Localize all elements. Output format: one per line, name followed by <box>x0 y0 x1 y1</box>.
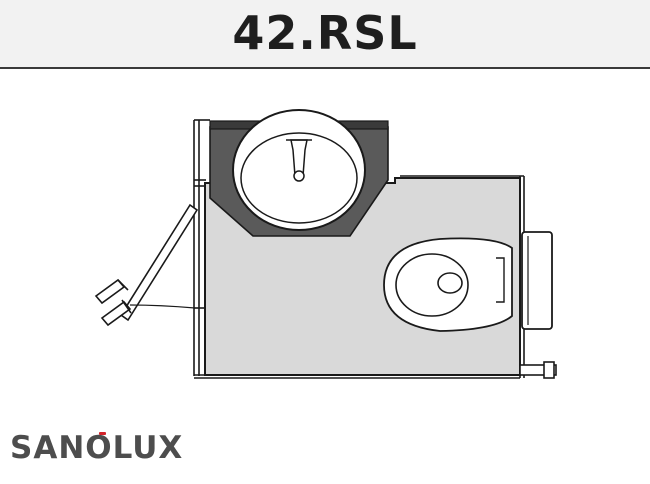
toilet-seat <box>395 253 469 317</box>
page-title: 42.RSL <box>232 6 418 60</box>
brand-accent-icon <box>99 432 106 435</box>
brand-name: SANOLUX <box>10 430 184 466</box>
toilet-cistern <box>521 231 553 330</box>
door-arc <box>129 304 196 309</box>
sink-drain-icon <box>293 170 305 182</box>
header-bar: 42.RSL <box>0 0 650 69</box>
brand-logo: SANOLUX <box>10 430 183 466</box>
toilet-fixture <box>383 231 553 332</box>
door-swing <box>94 203 199 327</box>
right-wall <box>400 175 557 379</box>
toilet-drain-icon <box>437 272 463 294</box>
left-wall <box>193 119 520 379</box>
door-leaf <box>119 203 199 322</box>
brand-accent-mark <box>99 432 107 436</box>
door-handle-icon <box>94 278 132 327</box>
